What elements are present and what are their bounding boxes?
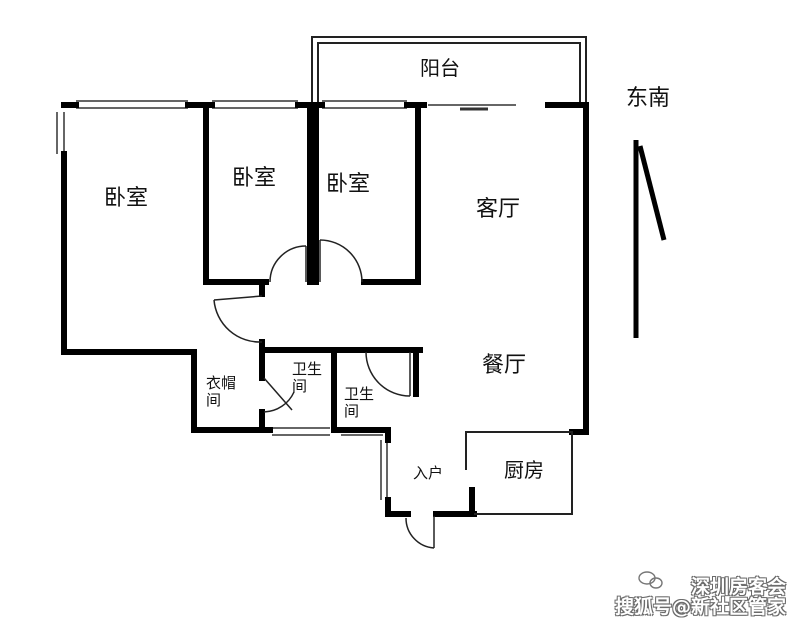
bathroom-2-label: 卫生 间 xyxy=(344,385,380,421)
wechat-icon xyxy=(638,571,663,589)
balcony-label: 阳台 xyxy=(420,56,460,80)
compass-arrow-icon xyxy=(633,140,667,338)
bathroom-2-label-line2: 间 xyxy=(344,402,360,421)
kitchen-walls xyxy=(465,431,573,515)
bedroom-3-label: 卧室 xyxy=(326,172,371,197)
windows xyxy=(56,100,516,500)
bathroom-1-label: 卫生 间 xyxy=(292,360,328,396)
entrance-label: 入户 xyxy=(413,464,444,482)
bedroom-2-label: 卧室 xyxy=(232,166,277,191)
bathroom-2-label-line1: 卫生 xyxy=(344,385,375,403)
walls xyxy=(61,102,589,517)
compass-label: 东南 xyxy=(626,86,671,111)
bathroom-1-label-line1: 卫生 xyxy=(292,360,323,378)
watermark-line1: 深圳房客会 xyxy=(690,576,786,598)
kitchen-label: 厨房 xyxy=(504,458,544,482)
bathroom-1-label-line2: 间 xyxy=(292,377,308,396)
cloakroom-label: 衣帽 间 xyxy=(206,374,242,410)
cloakroom-label-line2: 间 xyxy=(206,391,222,410)
cloakroom-label-line1: 衣帽 xyxy=(206,374,237,392)
living-room-label: 客厅 xyxy=(476,197,521,222)
balcony-outline xyxy=(311,36,587,104)
bedroom-1-label: 卧室 xyxy=(104,186,149,211)
doors xyxy=(213,239,435,549)
watermark-line2: 搜狐号@新社区管家 xyxy=(614,596,786,618)
dining-room-label: 餐厅 xyxy=(482,353,527,378)
